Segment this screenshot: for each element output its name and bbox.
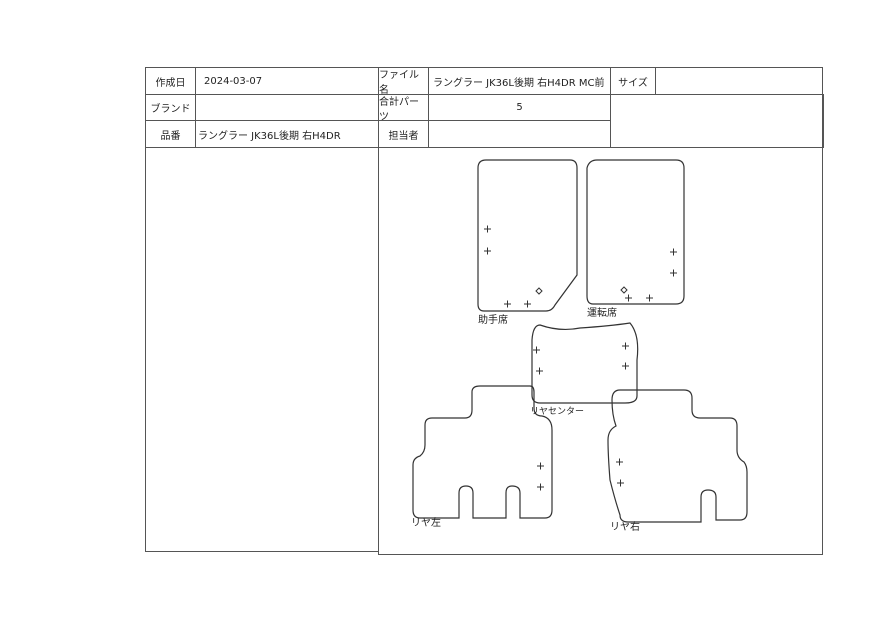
hole-markers: [484, 225, 677, 491]
mat-rear-right: [607, 389, 748, 523]
mat-rear-center: [531, 322, 639, 404]
mat-passenger: [477, 159, 578, 312]
right-border: [822, 94, 824, 148]
mat-rear-left: [412, 385, 553, 519]
drawing-panel: [378, 147, 823, 555]
mat-driver: [586, 159, 685, 305]
size-value: [655, 67, 823, 95]
